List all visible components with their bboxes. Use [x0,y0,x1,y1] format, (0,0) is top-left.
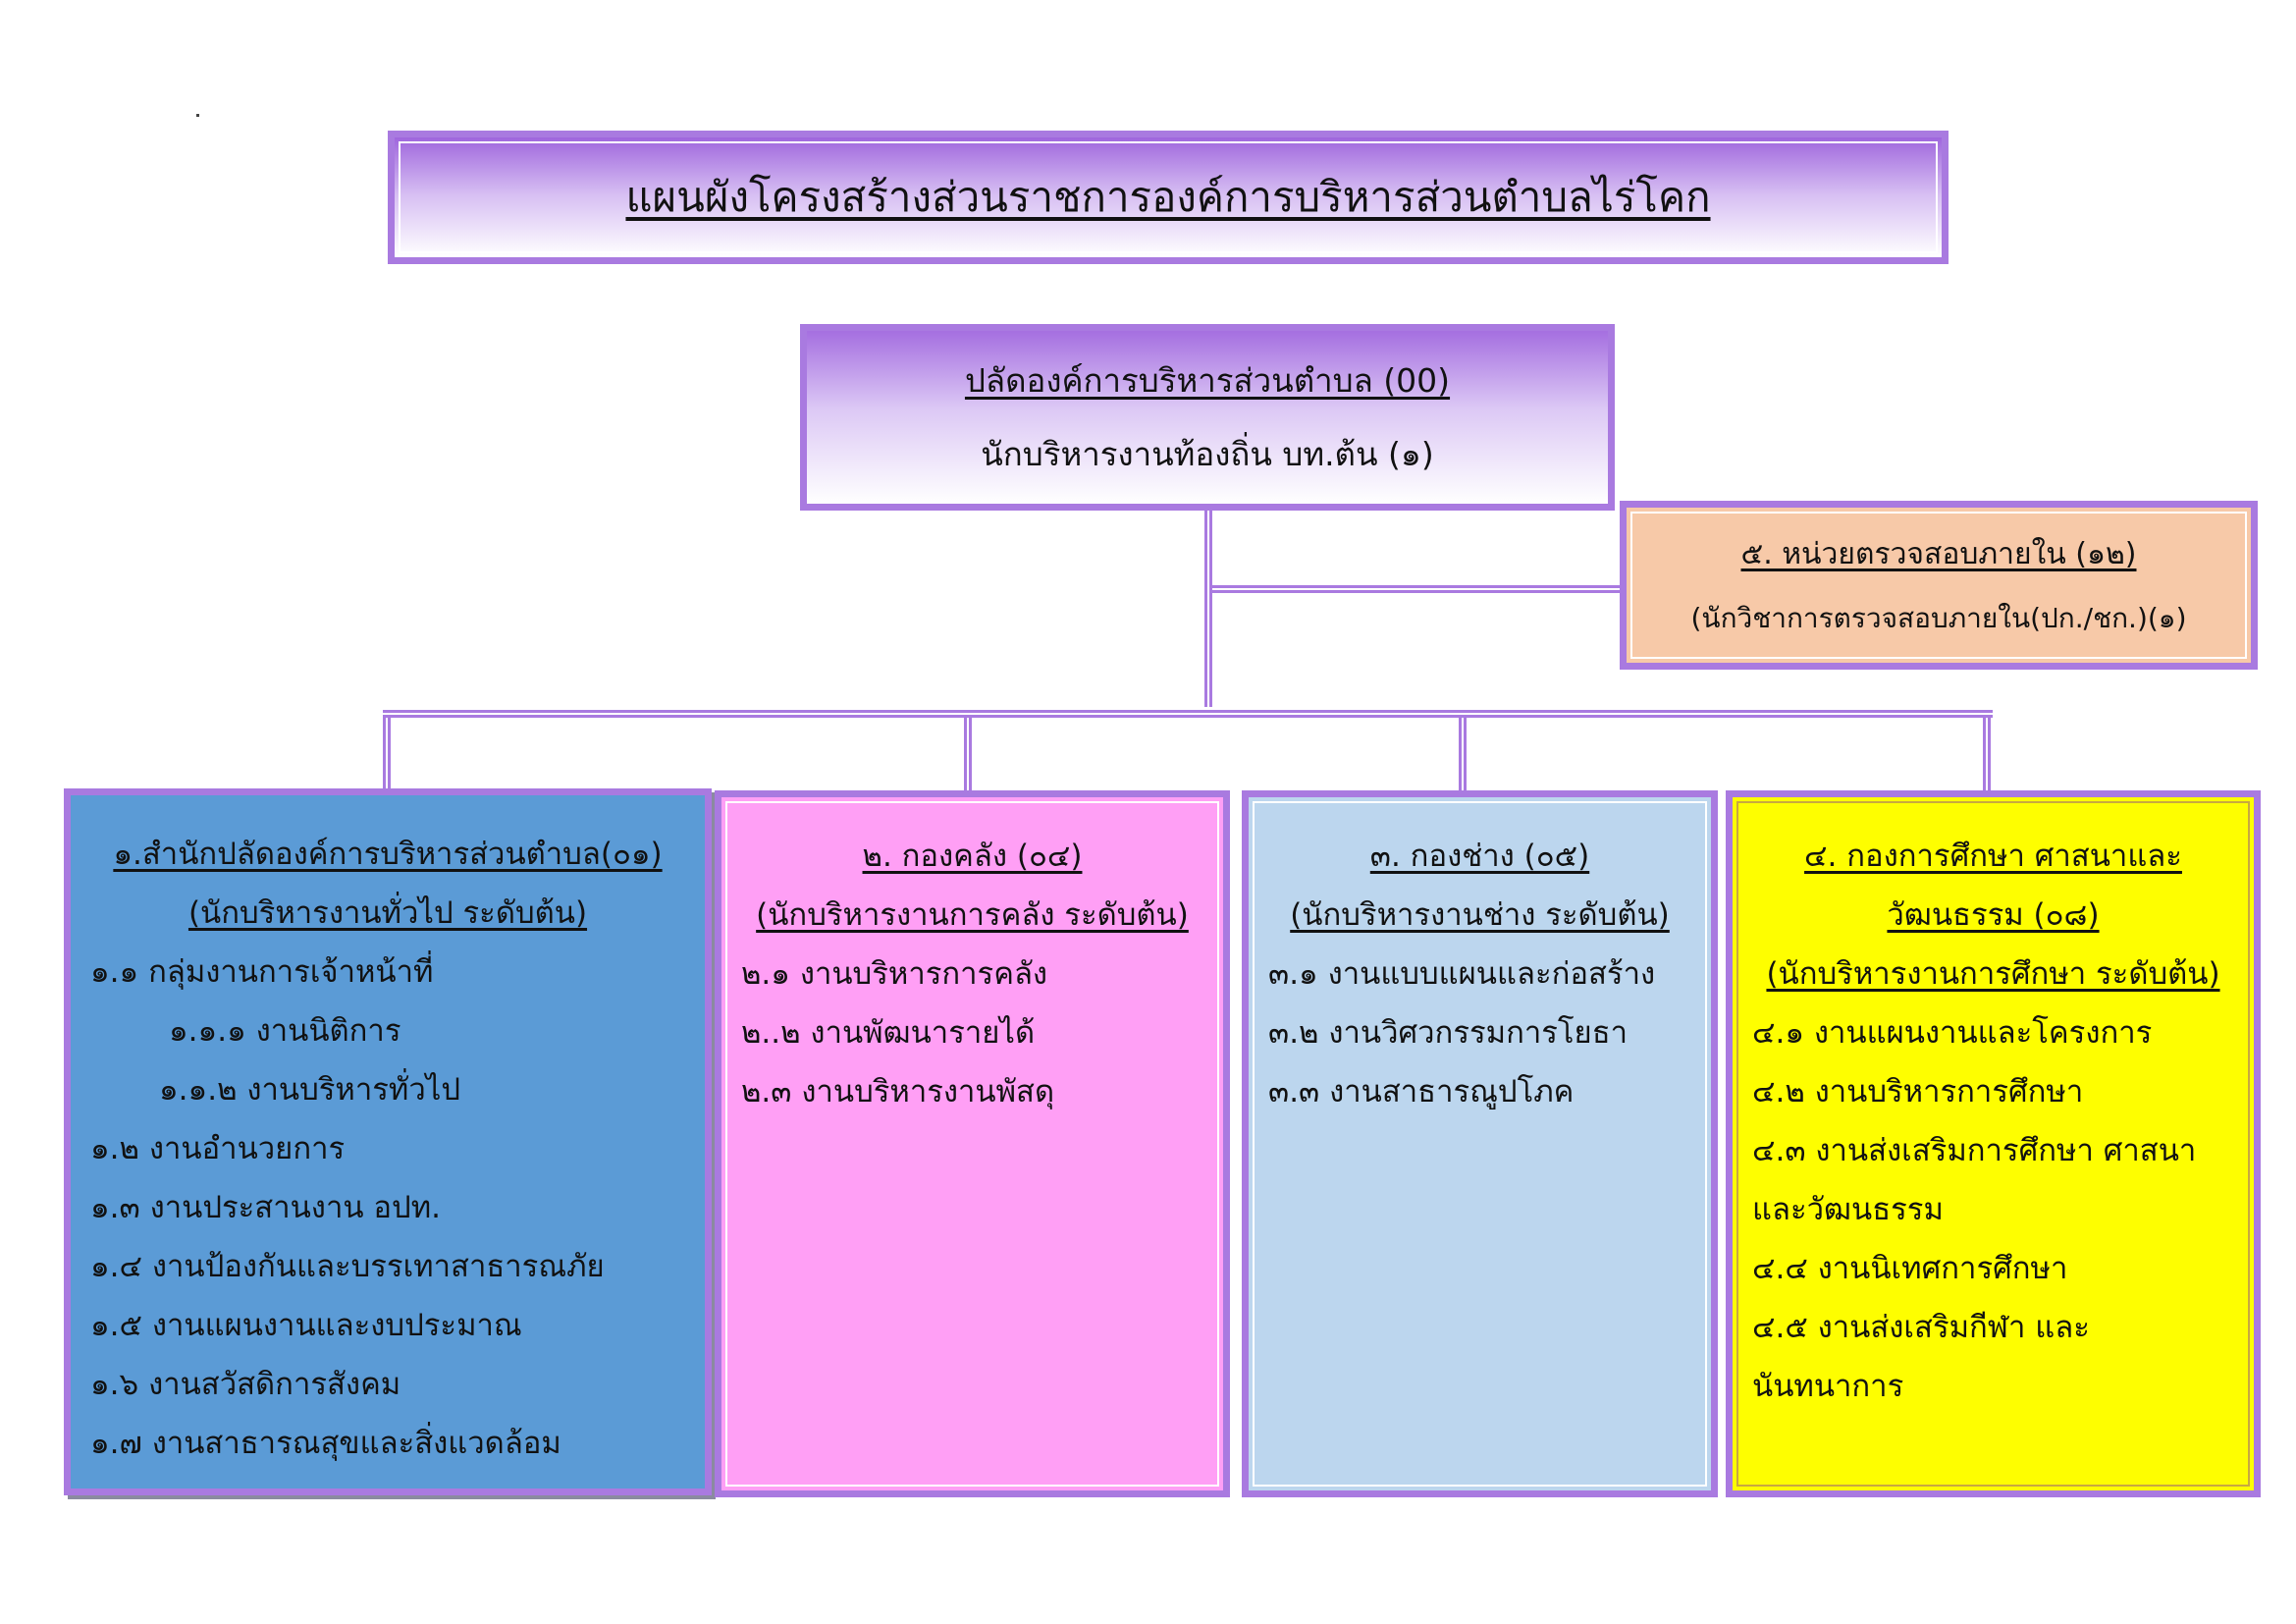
division-item: ๒..๒ งานพัฒนารายได้ [741,1015,1036,1051]
division-box-office: ๑.สำนักปลัดองค์การบริหารส่วนตำบล(๐๑) (นั… [64,788,712,1495]
division-item: ๔.๑ งานแผนงานและโครงการ [1752,1015,2153,1051]
division-subitem: ๑.๑.๑ งานนิติการ [169,1013,401,1049]
division-item: ๓.๑ งานแบบแผนและก่อสร้าง [1268,956,1656,992]
head-position: นักบริหารงานท้องถิ่น บท.ต้น (๑) [981,435,1434,473]
division-item: ๔.๓ งานส่งเสริมการศึกษา ศาสนา และวัฒนธรร… [1752,1133,2197,1227]
connector-division-1 [383,718,391,790]
connector-division-4 [1983,718,1991,790]
division-item: ๑.๔ งานป้องกันและบรรเทาสาธารณภัย [90,1249,605,1284]
stray-dot [196,114,199,117]
division-item: ๓.๒ งานวิศวกรรมการโยธา [1268,1015,1629,1051]
connector-head-trunk [1204,511,1212,707]
division-item: ๔.๒ งานบริหารการศึกษา [1752,1074,2084,1110]
division-item: ๔.๔ งานนิเทศการศึกษา [1752,1251,2068,1286]
audit-box: ๕. หน่วยตรวจสอบภายใน (๑๒) (นักวิชาการตรว… [1620,501,2258,670]
connector-audit-branch [1212,585,1620,593]
division-item: ๑.๕ งานแผนงานและงบประมาณ [90,1308,522,1343]
audit-position: (นักวิชาการตรวจสอบภายใน(ปก./ชก.)(๑) [1690,601,2187,634]
division-header: ๓. กองช่าง (๐๕) [1369,839,1590,874]
head-box: ปลัดองค์การบริหารส่วนตำบล (00) นักบริหาร… [800,324,1615,511]
division-header: ๒. กองคลัง (๐๔) [862,839,1083,874]
division-box-engineering: ๓. กองช่าง (๐๕) (นักบริหารงานช่าง ระดับต… [1242,790,1718,1497]
division-item: ๒.๓ งานบริหารงานพัสดุ [741,1074,1055,1110]
division-position: (นักบริหารงานช่าง ระดับต้น) [1290,897,1670,933]
division-box-finance: ๒. กองคลัง (๐๔) (นักบริหารงานการคลัง ระด… [715,790,1230,1497]
division-header: ๑.สำนักปลัดองค์การบริหารส่วนตำบล(๐๑) [113,837,663,872]
division-item: ๑.๗ งานสาธารณสุขและสิ่งแวดล้อม [90,1426,561,1461]
chart-title-box: แผนผังโครงสร้างส่วนราชการองค์การบริหารส่… [388,131,1949,264]
connector-division-2 [964,718,972,790]
audit-title: ๕. หน่วยตรวจสอบภายใน (๑๒) [1740,536,2137,571]
division-item: ๔.๕ งานส่งเสริมกีฬา และนันทนาการ [1752,1310,2090,1404]
division-subitem: ๑.๑.๒ งานบริหารทั่วไป [159,1072,461,1108]
division-item: ๑.๒ งานอำนวยการ [90,1131,346,1166]
division-item: ๒.๑ งานบริหารการคลัง [741,956,1048,992]
division-position: (นักบริหารงานการคลัง ระดับต้น) [756,897,1189,933]
head-title: ปลัดองค์การบริหารส่วนตำบล (00) [964,361,1451,400]
connector-division-3 [1459,718,1467,790]
connector-horizontal-bus [383,710,1993,718]
chart-title: แผนผังโครงสร้างส่วนราชการองค์การบริหารส่… [625,173,1711,221]
division-position: (นักบริหารงานการศึกษา ระดับต้น) [1766,956,2220,992]
division-header: ๔. กองการศึกษา ศาสนาและ [1804,839,2182,874]
division-position: (นักบริหารงานทั่วไป ระดับต้น) [187,895,588,931]
division-header-cont: วัฒนธรรม (๐๘) [1887,897,2100,933]
division-box-education: ๔. กองการศึกษา ศาสนาและ วัฒนธรรม (๐๘) (น… [1726,790,2261,1497]
division-item: ๑.๓ งานประสานงาน อปท. [90,1190,441,1225]
division-item: ๑.๖ งานสวัสดิการสังคม [90,1367,401,1402]
division-item: ๓.๓ งานสาธารณูปโภค [1268,1074,1575,1110]
division-item: ๑.๑ กลุ่มงานการเจ้าหน้าที่ [90,954,434,990]
